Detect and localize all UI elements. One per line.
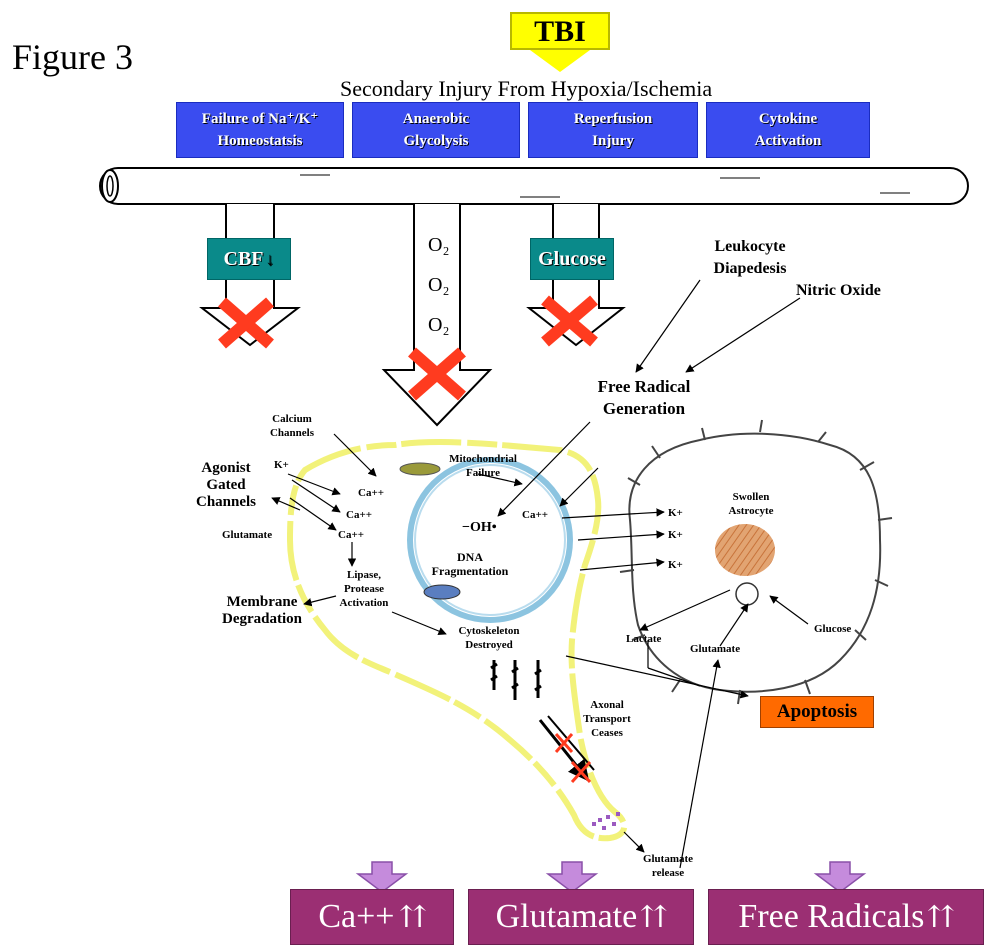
blocked-oxygen-mark	[408, 347, 466, 401]
mechanism-line1: Anaerobic	[402, 111, 470, 127]
output-box-glutamate: Glutamate⇈	[468, 889, 694, 945]
dna-fragmentation-label: DNA Fragmentation	[431, 550, 509, 578]
mechanism-line1: Reperfusion	[573, 111, 653, 127]
k-plus-label: K+	[668, 559, 683, 571]
k-plus-label: K+	[668, 529, 683, 541]
tbi-down-arrow	[530, 50, 590, 72]
axonal-transport-arrows	[538, 715, 595, 784]
double-up-arrow-icon: ⇈	[928, 900, 954, 934]
output-arrows	[355, 861, 867, 893]
swollen-astrocyte-label: Swollen Astrocyte	[728, 491, 774, 517]
glutamate-release-label: Glutamate release	[642, 853, 694, 879]
o2-label: O₂	[428, 314, 450, 336]
oxygen-supply-arrow	[381, 204, 493, 427]
mechanism-line2: Injury	[592, 133, 634, 149]
k-plus-label: K+	[668, 507, 683, 519]
cytoskeleton-destroyed-label: Cytoskeleton Destroyed	[458, 625, 520, 651]
ca-plus-label: Ca++	[338, 529, 364, 541]
nitric-oxide-label: Nitric Oxide	[796, 282, 881, 299]
ca-plus-label: Ca++	[522, 509, 548, 521]
output-label: Free Radicals	[738, 898, 925, 935]
agonist-gated-channels-label: Agonist Gated Channels	[195, 460, 257, 510]
double-up-arrow-icon: ⇈	[641, 900, 667, 934]
cbf-box: CBF↓	[207, 238, 291, 280]
mitochondrial-failure-label: Mitochondrial Failure	[449, 453, 517, 479]
o2-label: O₂	[428, 234, 450, 256]
mechanism-line2: Activation	[754, 133, 822, 149]
blocked-glucose-mark	[541, 295, 598, 347]
ca-plus-label: Ca++	[358, 487, 384, 499]
free-radical-label: Free Radical Generation	[597, 377, 691, 418]
o2-label: O₂	[428, 274, 450, 296]
k-plus-label: K+	[274, 459, 289, 471]
output-box-calcium: Ca++⇈	[290, 889, 454, 945]
leukocyte-diapedesis-label: Leukocyte Diapedesis	[713, 238, 787, 277]
glutamate-label: Glutamate	[222, 529, 273, 541]
tbi-trigger-box: TBI	[510, 12, 610, 50]
hydroxyl-label: −OH•	[462, 520, 497, 535]
down-arrow-icon: ↓	[265, 248, 275, 269]
membrane-degradation-label: Membrane Degradation	[222, 594, 302, 627]
mechanism-box-reperfusion: Reperfusion Injury	[528, 102, 698, 158]
mechanism-line1: Cytokine	[758, 111, 818, 127]
cbf-label: CBF	[223, 247, 264, 270]
double-up-arrow-icon: ⇈	[400, 900, 426, 934]
blocked-cbf-mark	[218, 297, 274, 349]
glucose-box: Glucose	[530, 238, 614, 280]
output-label: Ca++	[318, 898, 395, 935]
output-box-free-radicals: Free Radicals⇈	[708, 889, 984, 945]
annotation-arrows	[271, 279, 809, 869]
lactate-label: Lactate	[626, 633, 662, 645]
axonal-transport-label: Axonal Transport Ceases	[583, 699, 631, 739]
lipase-protease-label: Lipase, Protease Activation	[339, 569, 389, 609]
calcium-channels-label: Calcium Channels	[269, 413, 315, 439]
ca-plus-label: Ca++	[346, 509, 372, 521]
cytoskeleton-fragments	[490, 660, 542, 700]
output-label: Glutamate	[495, 898, 638, 935]
swollen-astrocyte	[619, 419, 893, 705]
figure-label: Figure 3	[12, 37, 133, 77]
diagram-subtitle: Secondary Injury From Hypoxia/Ischemia	[340, 76, 713, 101]
mechanism-box-cytokine: Cytokine Activation	[706, 102, 870, 158]
blood-vessel-pipe	[99, 167, 969, 205]
mechanism-line2: Glycolysis	[403, 133, 469, 149]
mechanism-line2: Homeostatsis	[217, 133, 303, 149]
mechanism-box-na-k: Failure of Na⁺/K⁺ Homeostatsis	[176, 102, 344, 158]
mechanism-box-glycolysis: Anaerobic Glycolysis	[352, 102, 520, 158]
apoptosis-box: Apoptosis	[760, 696, 874, 728]
neuron-cell	[286, 439, 628, 842]
glucose-label: Glucose	[814, 623, 852, 635]
glutamate-label: Glutamate	[690, 643, 741, 655]
mechanism-line1: Failure of Na⁺/K⁺	[201, 111, 319, 127]
